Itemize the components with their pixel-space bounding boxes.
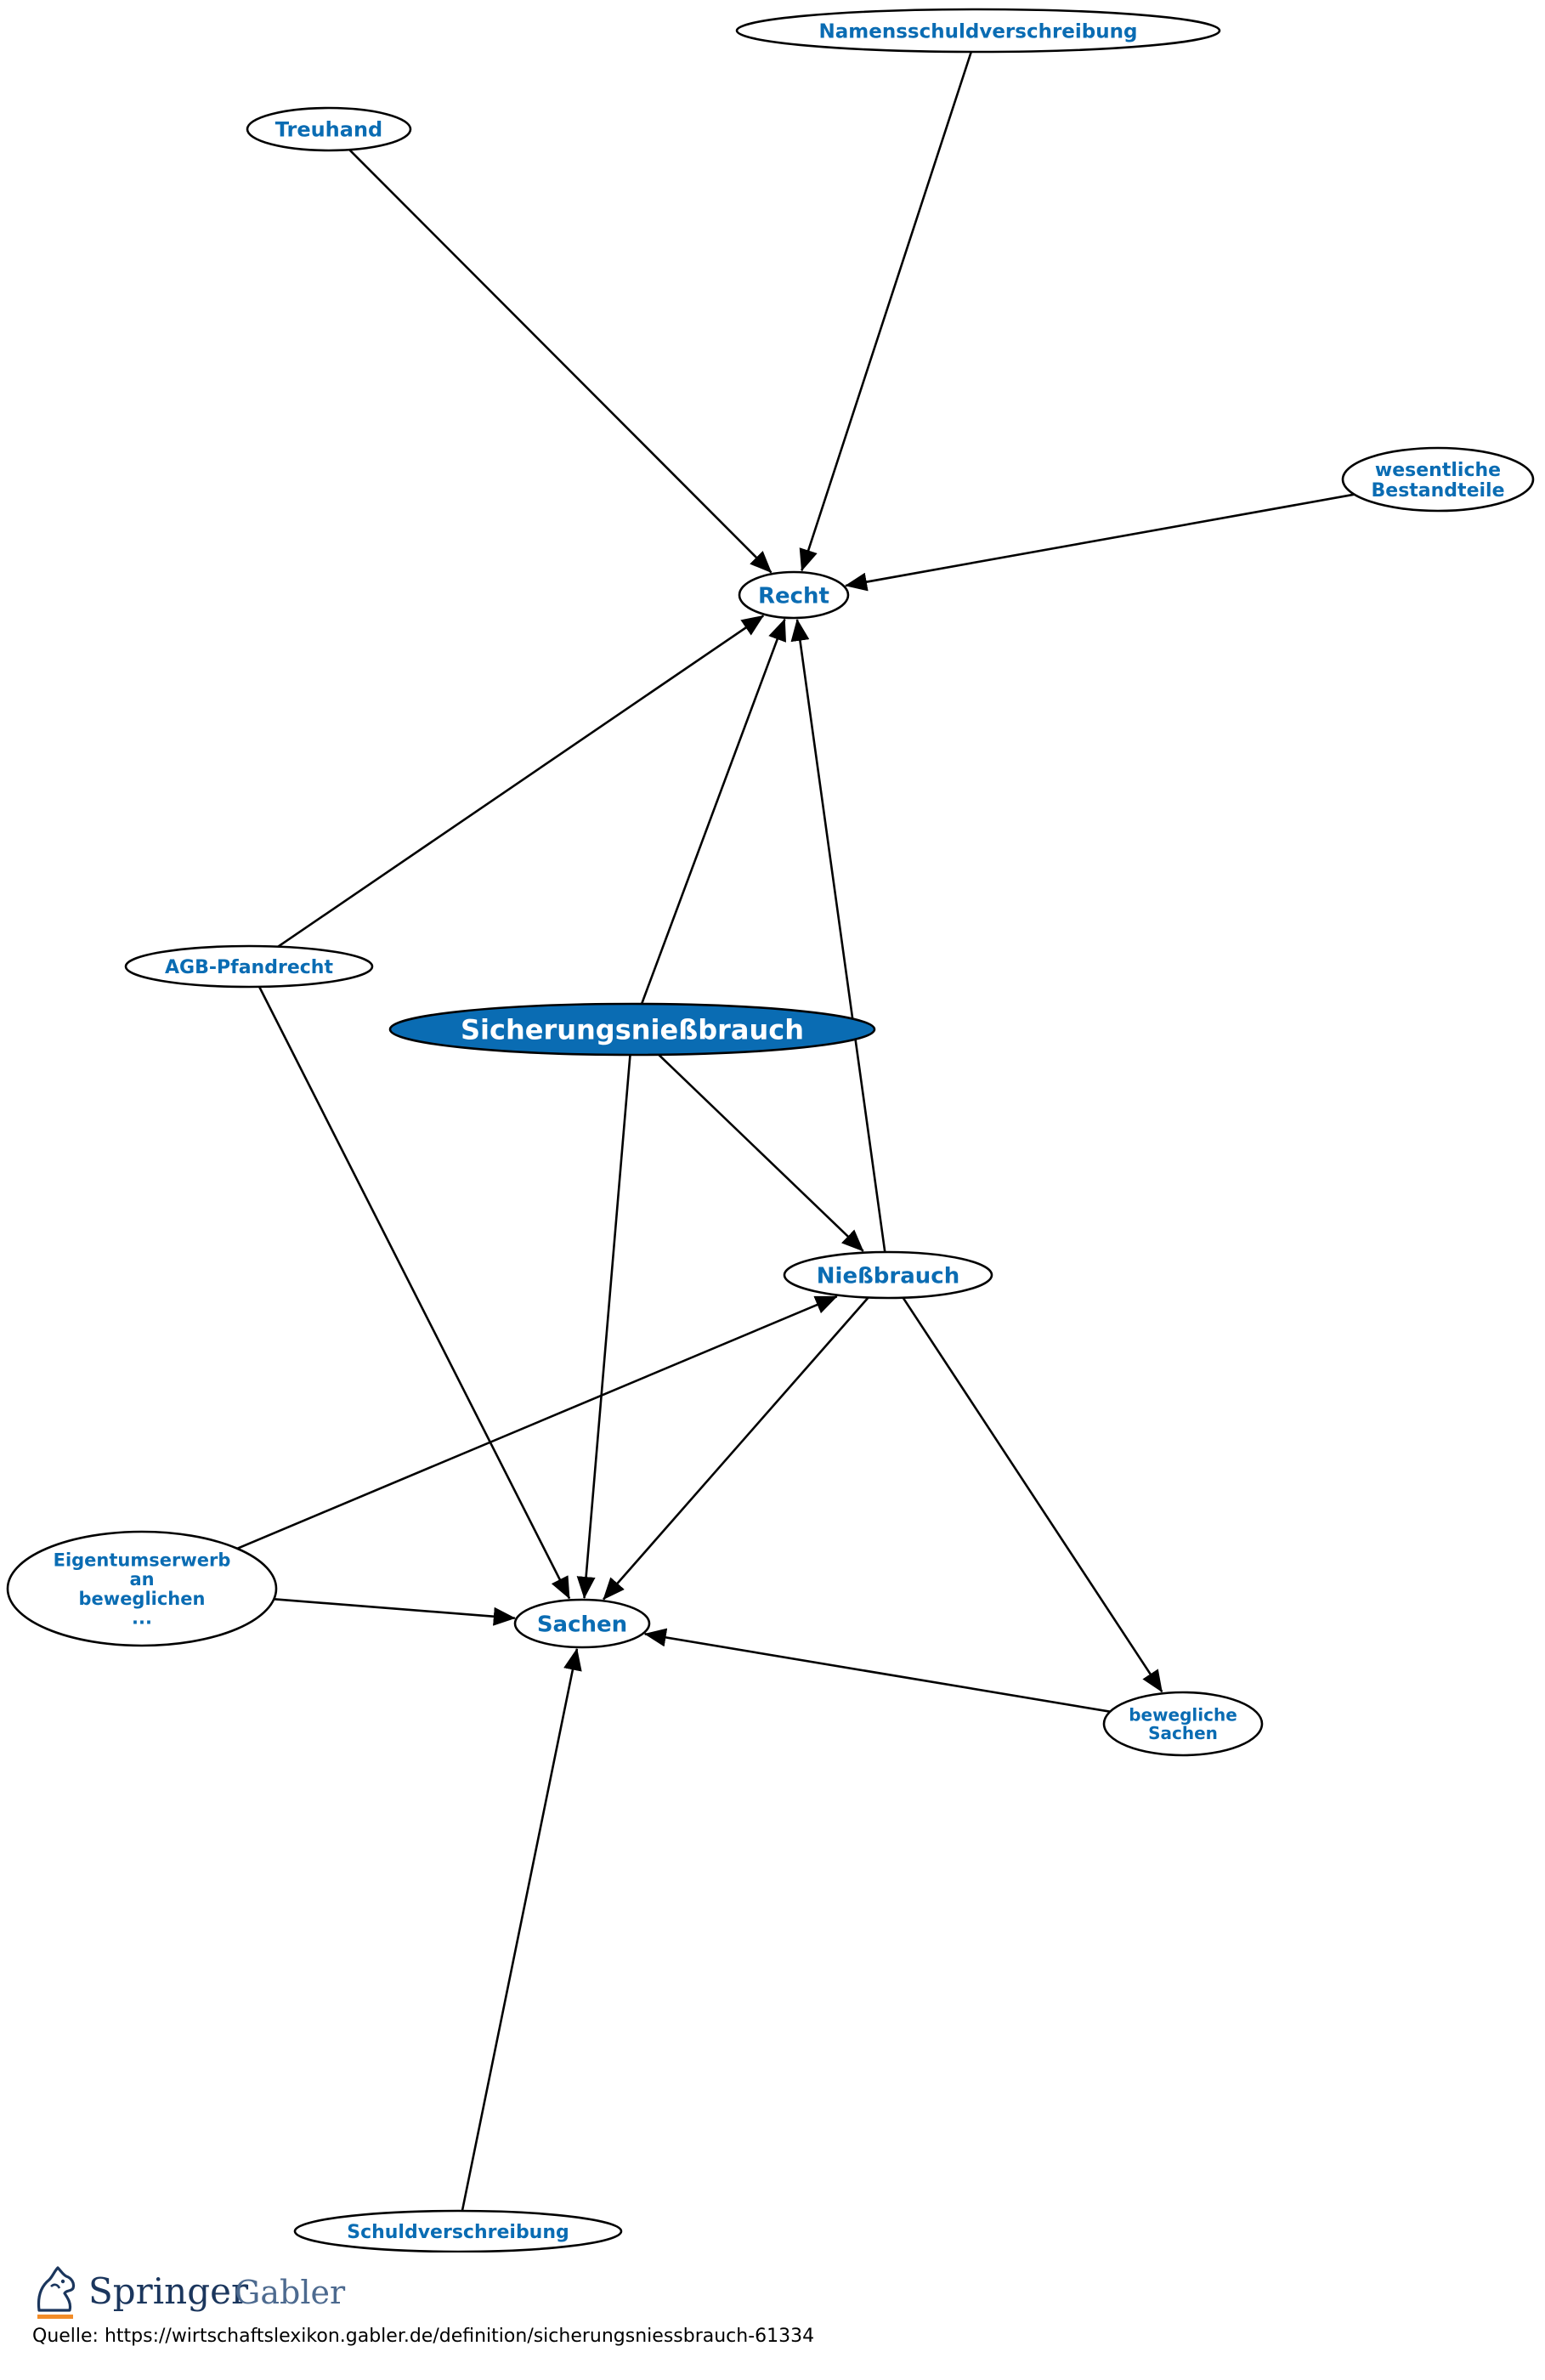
edge-eigentumserwerb-to-niessbrauch (236, 1295, 838, 1550)
node-treuhand[interactable]: Treuhand (246, 106, 412, 152)
node-label: Eigentumserwerb (54, 1550, 231, 1571)
node-label: wesentliche (1375, 460, 1501, 481)
node-shape (513, 1598, 651, 1649)
edge-namensschuldverschreibung-to-recht (799, 51, 973, 572)
node-shape (738, 570, 850, 620)
node-sicherungsniessbrauch[interactable]: Sicherungsnießbrauch (388, 1002, 876, 1057)
node-shape (735, 8, 1221, 54)
node-shape (1102, 1691, 1264, 1757)
edge-schuldverschreibung-to-sachen (461, 1647, 582, 2212)
logo-sub-text: Gabler (235, 2274, 346, 2311)
edge-sicherungsniessbrauch-to-sachen (576, 1054, 631, 1599)
node-label: Namensschuldverschreibung (819, 20, 1138, 42)
edge-niessbrauch-to-sachen (603, 1296, 869, 1601)
node-label: Recht (758, 583, 829, 609)
edge-agb_pfandrecht-to-recht (277, 615, 765, 948)
edge-wesentliche_bestandteile-to-recht (845, 493, 1355, 592)
node-label: AGB-Pfandrecht (165, 957, 333, 978)
logo-brand-text: Springer (88, 2270, 249, 2312)
node-label: ... (132, 1608, 152, 1629)
node-schuldverschreibung[interactable]: Schuldverschreibung (293, 2209, 623, 2252)
node-shape (293, 2209, 623, 2252)
node-label: Sachen (1148, 1723, 1218, 1743)
source-citation: Quelle: https://wirtschaftslexikon.gable… (32, 2326, 815, 2347)
node-label: Schuldverschreibung (347, 2222, 569, 2243)
node-agb_pfandrecht[interactable]: AGB-Pfandrecht (124, 944, 374, 989)
node-shape (388, 1002, 876, 1057)
node-recht[interactable]: Recht (738, 570, 850, 620)
edge-treuhand-to-recht (348, 149, 772, 574)
node-label: an (129, 1569, 154, 1590)
edge-niessbrauch-to-bewegliche_sachen (902, 1296, 1163, 1693)
node-label: bewegliche (1129, 1704, 1237, 1725)
node-niessbrauch[interactable]: Nießbrauch (783, 1250, 993, 1300)
edge-eigentumserwerb-to-sachen (274, 1598, 516, 1626)
node-shape (6, 1530, 278, 1647)
node-label: Nießbrauch (817, 1263, 959, 1289)
node-shape (124, 944, 374, 989)
edge-agb_pfandrecht-to-sachen (258, 986, 571, 1600)
edge-sicherungsniessbrauch-to-recht (640, 618, 786, 1005)
node-sachen[interactable]: Sachen (513, 1598, 651, 1649)
springer-gabler-logo: Springer Gabler (37, 2266, 346, 2319)
edge-niessbrauch-to-recht (790, 618, 886, 1253)
node-label: Bestandteile (1372, 480, 1505, 502)
node-shape (783, 1250, 993, 1300)
node-shape (1341, 446, 1535, 513)
node-eigentumserwerb[interactable]: Eigentumserwerbanbeweglichen... (6, 1530, 278, 1647)
node-label: beweglichen (79, 1589, 206, 1609)
node-shape (246, 106, 412, 152)
edge-bewegliche_sachen-to-sachen (643, 1628, 1111, 1713)
node-namensschuldverschreibung[interactable]: Namensschuldverschreibung (735, 8, 1221, 54)
node-label: Sachen (537, 1612, 627, 1637)
node-label: Sicherungsnießbrauch (461, 1014, 804, 1046)
springer-horse-icon (37, 2266, 76, 2319)
edge-sicherungsniessbrauch-to-niessbrauch (658, 1053, 864, 1252)
edges-layer (236, 51, 1355, 2212)
node-label: Treuhand (275, 118, 382, 142)
